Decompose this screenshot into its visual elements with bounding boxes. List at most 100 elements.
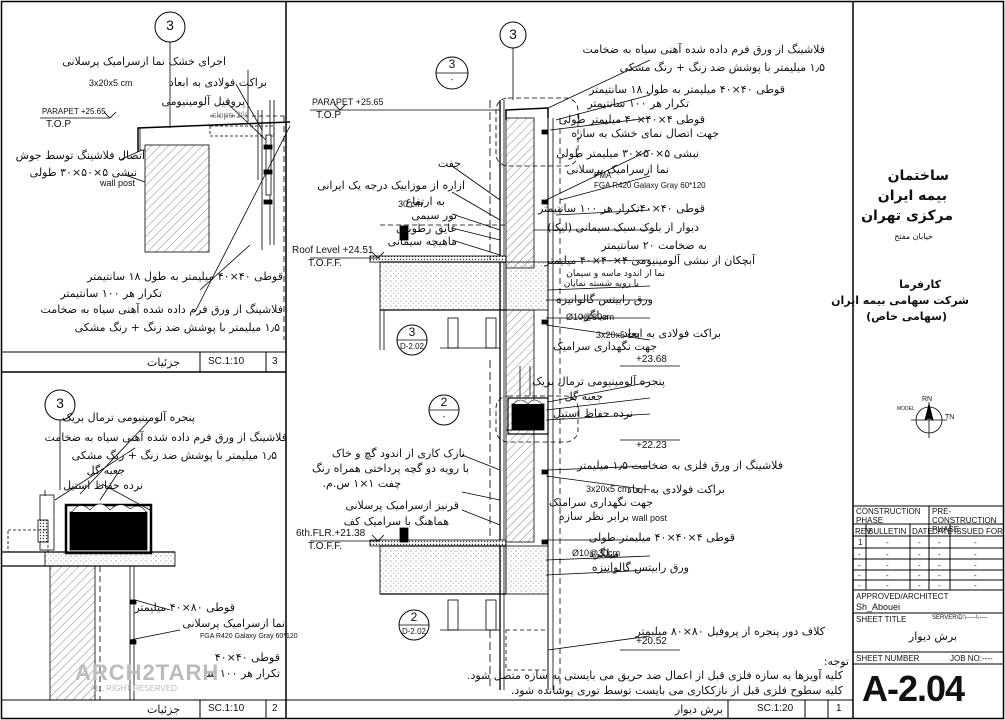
rev-row-2-issued: - bbox=[974, 550, 977, 559]
section-note-flashing-coating: ۱٫۵ میلیمتر با پوشش ضد زنگ + رنگ مشکی bbox=[619, 61, 825, 74]
note-ceramic-facade: نما ازسرامیک پرسلانی bbox=[182, 617, 285, 630]
rev-row-2-bulletin: - bbox=[886, 550, 889, 559]
section-marker-5-top: 2 bbox=[410, 610, 418, 624]
section-note-drip: آبچکان از نبشی آلومینیومی ۴×۴۰×۴۰ میلیمت… bbox=[544, 254, 755, 267]
section-note-height: به ارتفاع bbox=[405, 195, 445, 208]
watermark: ARCH2TARH bbox=[75, 660, 220, 685]
level-6th-floor: 6th.FLR.+21.38 bbox=[296, 528, 366, 539]
job-no-label: JOB NO:---- bbox=[950, 654, 993, 663]
section-note-bracket-size: 3x20x5 cm bbox=[596, 330, 640, 340]
general-note-1: کلیه آویزها به سازه فلزی قبل از اعمال ضد… bbox=[466, 669, 843, 682]
rev-row-3-bulletin: - bbox=[886, 561, 889, 570]
level-parapet-sub: T.O.P bbox=[316, 110, 342, 121]
detail-2-marker: 3 bbox=[56, 395, 64, 411]
section-note-ceramic-hold: جهت نگهداری سرامیک bbox=[552, 340, 657, 353]
section-marker-5-bottom: D-2.02 bbox=[401, 627, 426, 636]
general-notes-title: توجه: bbox=[823, 655, 849, 668]
detail-3-marker: 3 bbox=[166, 17, 174, 33]
note-box-profile: قوطی ۴۰×۴۰ میلیمتر به طول ۱۸ سانتیمتر bbox=[87, 270, 283, 283]
sheet-title: برش دیوار bbox=[908, 630, 957, 643]
parapet-level-sub: T.O.P bbox=[46, 119, 72, 130]
section-note-railing: نرده حفاظ استیل bbox=[553, 407, 633, 420]
section-note-mesh-2: ورق رابیتس گالوانیزه bbox=[591, 561, 689, 574]
rev-row-1-date2: - bbox=[938, 538, 941, 547]
note-flashing-coating: ۱٫۵ میلیمتر با پوشش ضد زنگ + رنگ مشکی bbox=[74, 321, 280, 334]
rev-row-5-issued: - bbox=[974, 581, 977, 590]
rev-row-1-rev: 1 bbox=[858, 538, 863, 547]
detail-3-scale: SC.1:10 bbox=[208, 356, 245, 367]
construction-phase-header: CONSTRUCTION PHASE bbox=[856, 507, 921, 525]
note-angle: نبشی ۵×۵۰×۳۰ طولی bbox=[29, 166, 137, 179]
section-marker-2-bottom: - bbox=[450, 75, 454, 84]
level-20-52: +20.52 bbox=[636, 636, 667, 647]
section-note-plaster: نما از اندود ماسه و سیمان bbox=[566, 269, 665, 279]
section-note-leca-wall: دیوار از بلوک سبک سیمانی (لیکا) bbox=[547, 221, 699, 234]
approved-label: APPROVED/ARCHITECT bbox=[856, 592, 949, 601]
level-parapet: PARAPET +25.65 bbox=[312, 97, 384, 107]
rev-row-5-date: - bbox=[918, 581, 921, 590]
rev-row-5-rev: - bbox=[858, 581, 861, 590]
date-header-1: DATE bbox=[912, 527, 933, 536]
detail-2-number: 2 bbox=[272, 703, 278, 714]
sheet-number: A-2.04 bbox=[862, 668, 965, 709]
rev-row-2-date: - bbox=[918, 550, 921, 559]
section-note-base: قرنیز ازسرامیک پرسلانی bbox=[345, 499, 459, 512]
section-note-rebar-2: میلگرد bbox=[589, 547, 619, 560]
note-flashing-sheet-2: فلاشینگ از ورق فرم داده شده آهنی سیاه به… bbox=[44, 431, 287, 444]
section-note-structure: برابر نظر سازه bbox=[558, 510, 629, 523]
note-flashing-sheet: فلاشینگ از ورق فرم داده شده آهنی سیاه به… bbox=[40, 303, 283, 316]
general-note-2: کلیه سطوح فلزی قبل از نازککاری می بایست … bbox=[510, 684, 843, 697]
wall-section-linework bbox=[310, 21, 680, 690]
rev-row-5-date2: - bbox=[938, 581, 941, 590]
note-planter: جعبه گل bbox=[86, 464, 125, 477]
rev-row-2-date2: - bbox=[938, 550, 941, 559]
section-note-window-frame: کلاف دور پنجره از پروفیل ۸۰×۸۰ میلیمتر bbox=[635, 625, 825, 638]
section-note-finish-coat: با رویه دو گچه پرداختی همراه رنگ bbox=[311, 462, 469, 475]
client-line-3: (سهامی خاص) bbox=[866, 310, 947, 323]
note-box-40x40: قوطی ۴۰×۴۰ bbox=[214, 651, 280, 664]
north-label-rn: RN bbox=[922, 396, 933, 403]
section-note-waterproof: عایق رطوبتی bbox=[396, 222, 457, 235]
section-scale: SC.1:20 bbox=[757, 703, 794, 714]
section-note-ceramic: نما ازسرامیک پرسلانی bbox=[566, 163, 669, 176]
detail-2-scale: SC.1:10 bbox=[208, 703, 245, 714]
section-marker-4-top: 2 bbox=[440, 395, 448, 409]
note-flashing-coating-2: ۱٫۵ میلیمتر با پوشش ضد زنگ + رنگ مشکی bbox=[71, 449, 277, 462]
section-note-box-long-2: قوطی ۴×۴۰×۴۰ میلیمتر طولی bbox=[588, 531, 735, 544]
level-22-23: +22.23 bbox=[636, 440, 667, 451]
project-line-3: مرکزی تهران bbox=[861, 208, 953, 224]
section-marker-3-bottom: D-2.02 bbox=[399, 342, 424, 351]
project-line-2: بیمه ایران bbox=[877, 188, 947, 204]
date-header-2: DATE bbox=[932, 527, 953, 536]
section-note-fga: FGA R420 Galaxy Gray 60*120 bbox=[594, 181, 706, 190]
note-slope: slope 3% bbox=[212, 110, 250, 120]
note-bracket-size: 3x20x5 cm bbox=[89, 78, 133, 88]
detail-2-title: جزئیات bbox=[147, 703, 180, 716]
section-note-base-match: هماهنگ با سرامیک کف bbox=[343, 515, 449, 528]
section-note-mesh: ورق رابیتس گالوانیزه bbox=[555, 293, 653, 306]
section-note-box-long: قوطی ۴×۴۰×۴۰ میلیمتر طولی bbox=[558, 113, 705, 126]
note-wall-post: wall post bbox=[100, 178, 136, 188]
rev-header: REV. bbox=[855, 527, 873, 536]
note-window: پنجره آلومینیومی ترمال بریک bbox=[62, 411, 195, 424]
rev-row-4-date2: - bbox=[938, 571, 941, 580]
section-note-metal-flashing: فلاشینگ از ورق فلزی به ضخامت ۱٫۵ میلیمتر bbox=[577, 459, 783, 472]
watermark-sub: ALL RIGHT RESERVED bbox=[90, 684, 177, 693]
note-dry-facade: اجرای خشک نما ازسرامیک پرسلانی bbox=[62, 55, 226, 68]
sheet-number-label: SHEET NUMBER bbox=[856, 654, 920, 663]
client-line-1: کارفرما bbox=[899, 278, 941, 291]
section-marker-2-top: 3 bbox=[448, 57, 456, 71]
section-note-rebar-spec: Ø10@30cm bbox=[566, 312, 615, 322]
pre-construction-phase-header: PRE-CONSTRUCTION PHASE bbox=[932, 507, 997, 534]
rev-row-3-issued: - bbox=[974, 561, 977, 570]
server-label: SERVER\D:\-----\----- bbox=[932, 615, 988, 621]
section-note-planter: جعبه گل bbox=[564, 390, 603, 403]
parapet-level-label: PARAPET +25.65 bbox=[42, 107, 106, 116]
detail-2-linework bbox=[2, 389, 181, 701]
section-note-bracket-2: براکت فولادی به ابعاد bbox=[626, 483, 725, 496]
rev-row-1-issued: - bbox=[974, 538, 977, 547]
section-note-box-repeat: قوطی ۴۰×۴۰تکرار هر ۱۰۰ سانتیمتر bbox=[538, 202, 705, 215]
project-address: خیابان مفتح bbox=[894, 232, 933, 241]
